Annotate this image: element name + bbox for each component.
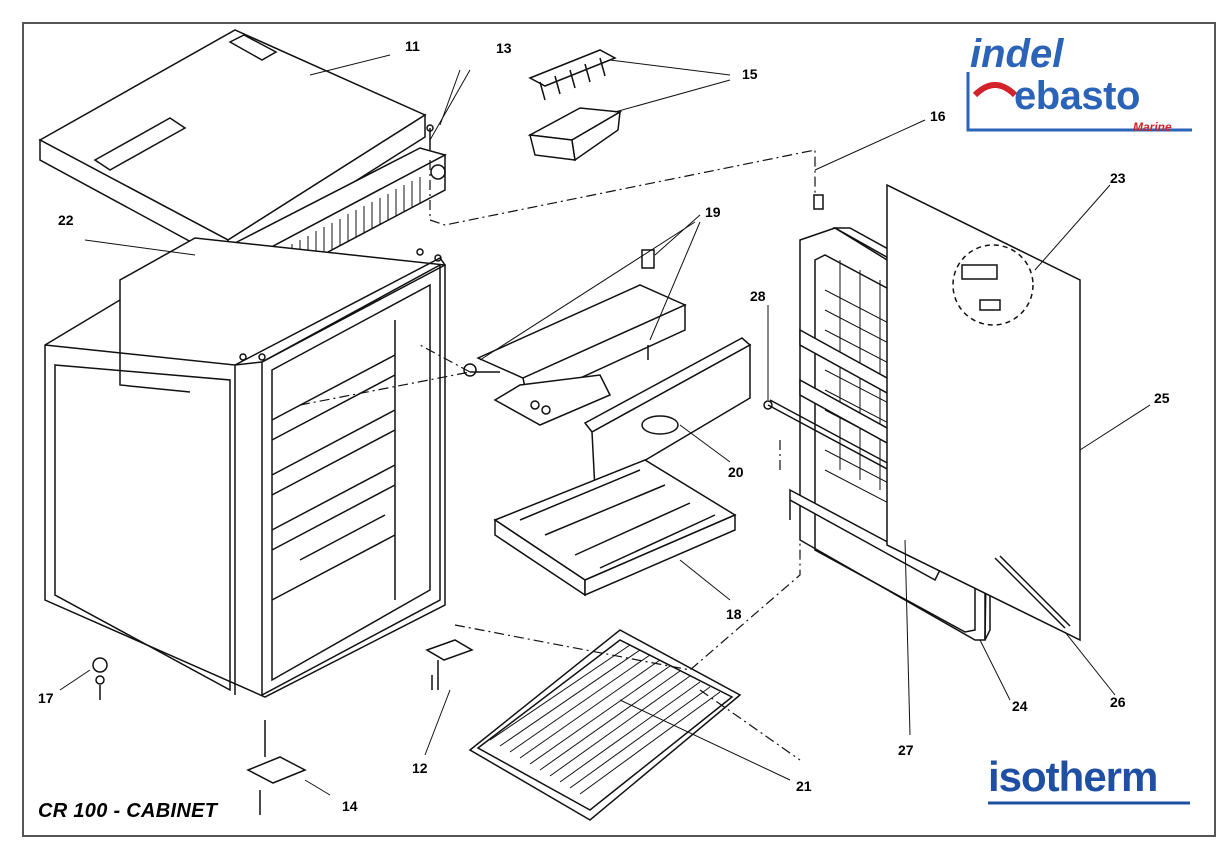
- part-14-hinge: [246, 720, 307, 815]
- callout-18: 18: [726, 606, 742, 622]
- assembly-lines: [299, 149, 816, 761]
- part-25-door-panel: [886, 183, 1081, 642]
- callout-23: 23: [1110, 170, 1126, 186]
- callout-12: 12: [412, 760, 428, 776]
- part-22-cabinet-body: [44, 237, 447, 698]
- isotherm-logo: isotherm: [988, 753, 1158, 800]
- callout-19: 19: [705, 204, 721, 220]
- callout-15: 15: [742, 66, 758, 82]
- indel-logo: indel: [970, 32, 1064, 76]
- callout-20: 20: [728, 464, 744, 480]
- callout-17: 17: [38, 690, 54, 706]
- callout-16: 16: [930, 108, 946, 124]
- callout-24: 24: [1012, 698, 1028, 714]
- callout-11: 11: [405, 38, 420, 54]
- callout-22: 22: [58, 212, 74, 228]
- callout-14: 14: [342, 798, 358, 814]
- part-26-hinge-strip: [994, 555, 1071, 629]
- callout-21: 21: [796, 778, 812, 794]
- webasto-swoosh-icon: [972, 82, 1018, 98]
- diagram-title: CR 100 - CABINET: [38, 800, 218, 822]
- webasto-logo: ebasto: [1014, 74, 1140, 118]
- callout-25: 25: [1154, 390, 1170, 406]
- part-15-butter-box: [527, 107, 623, 162]
- callout-28: 28: [750, 288, 766, 304]
- callout-26: 26: [1110, 694, 1126, 710]
- part-16-pin: [813, 194, 824, 210]
- part-15-egg-tray: [528, 49, 617, 101]
- callout-27: 27: [898, 742, 914, 758]
- leader-lines: [59, 54, 1151, 796]
- part-18-drip-tray: [493, 459, 737, 597]
- indel-webasto-logo-frame: [966, 72, 1192, 132]
- part-21-wire-shelf: [468, 629, 742, 821]
- part-19-freezer: [463, 249, 687, 426]
- marine-logo-text: Marine: [1133, 120, 1172, 134]
- part-12-hinge: [425, 639, 474, 690]
- part-17-foot: [92, 657, 108, 700]
- part-20-freezer-door: [583, 337, 752, 492]
- callout-13: 13: [496, 40, 512, 56]
- part-23-lock-detail: [952, 244, 1034, 326]
